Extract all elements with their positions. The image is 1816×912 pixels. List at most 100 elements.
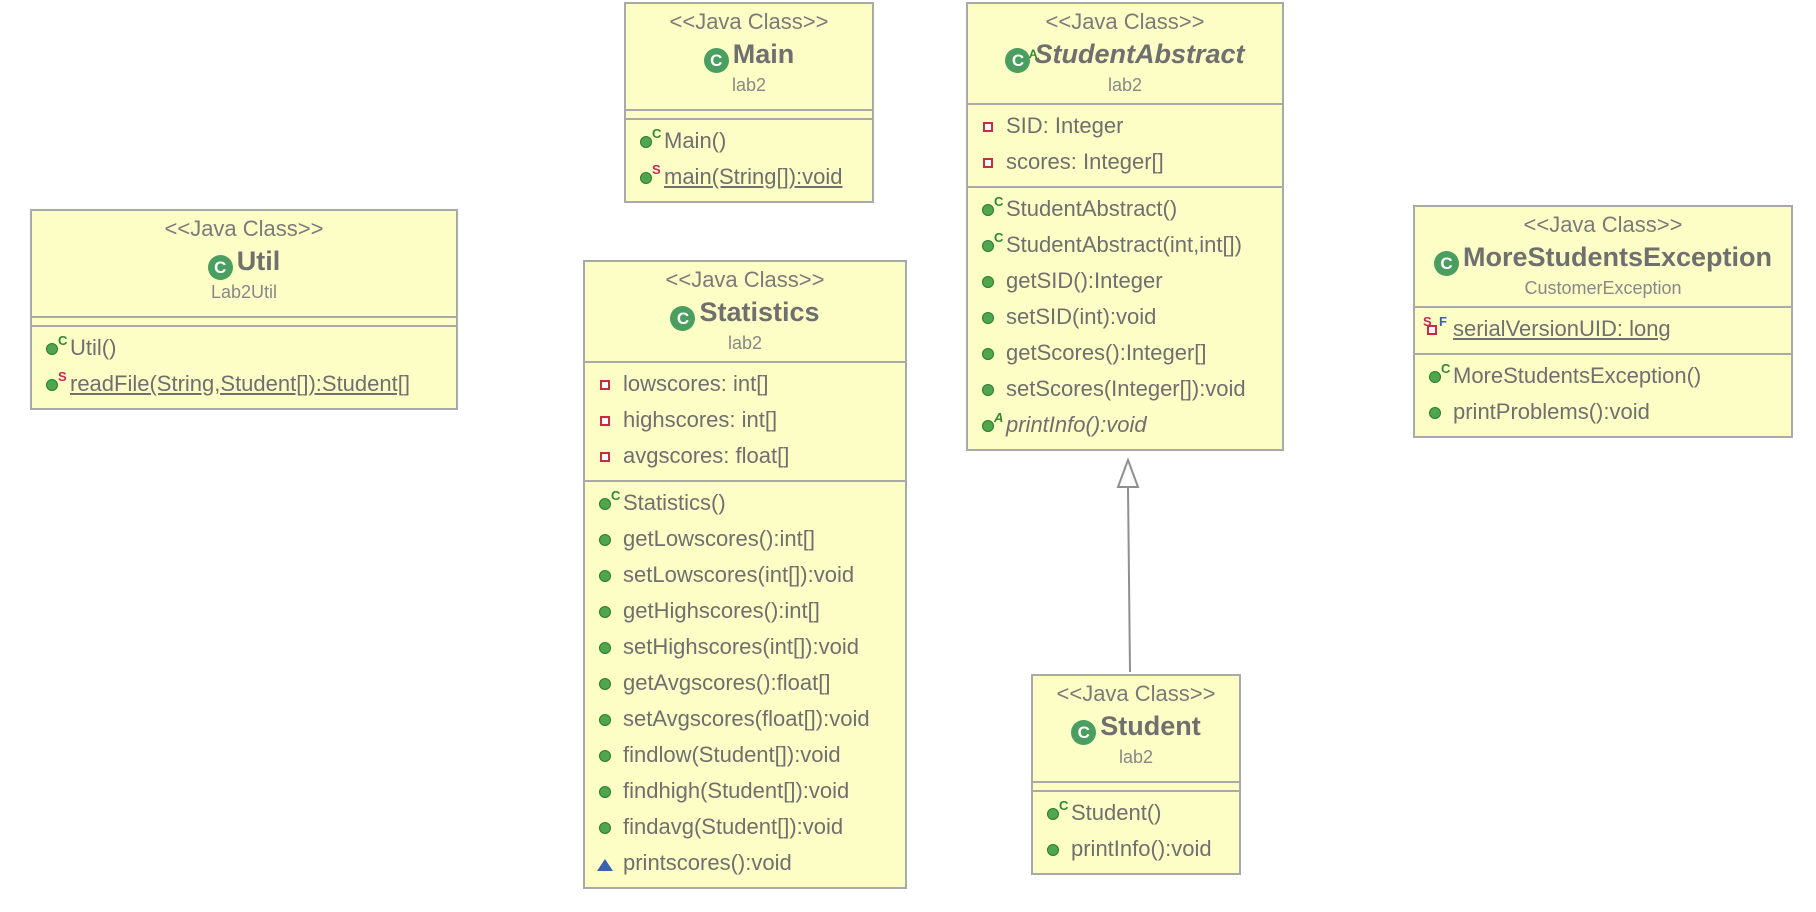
field-row[interactable]: SID: Integer <box>968 108 1282 144</box>
method-row[interactable]: findavg(Student[]):void <box>585 809 905 845</box>
private-field-icon <box>600 380 610 390</box>
method-row[interactable]: setAvgscores(float[]):void <box>585 701 905 737</box>
constructor-icon <box>982 240 994 252</box>
private-field-icon <box>600 452 610 462</box>
package-method-icon <box>597 859 613 871</box>
public-method-icon <box>599 786 611 798</box>
class-name-text: Util <box>236 246 281 276</box>
constructor-icon <box>599 498 611 510</box>
method-row[interactable]: setScores(Integer[]):void <box>968 371 1282 407</box>
private-field-icon <box>1427 325 1437 335</box>
constructor-badge-icon: C <box>994 230 1004 245</box>
static-badge-icon: S <box>652 162 661 177</box>
constructor-icon <box>1429 371 1441 383</box>
constructor-badge-icon: C <box>58 333 68 348</box>
package-label: lab2 <box>1118 747 1154 767</box>
constructor-icon <box>46 343 58 355</box>
methods-divider <box>585 480 905 482</box>
constructor-badge-icon: C <box>652 126 662 141</box>
method-row[interactable]: getSID():Integer <box>968 263 1282 299</box>
fields-divider <box>968 103 1282 105</box>
method-row[interactable]: getAvgscores():float[] <box>585 665 905 701</box>
field-row[interactable]: lowscores: int[] <box>585 366 905 402</box>
constructor-icon <box>1047 808 1059 820</box>
public-method-icon <box>599 822 611 834</box>
public-method-icon <box>599 678 611 690</box>
final-badge-icon: F <box>1439 314 1447 329</box>
method-row[interactable]: findlow(Student[]):void <box>585 737 905 773</box>
public-method-icon <box>1047 844 1059 856</box>
method-row[interactable]: setLowscores(int[]):void <box>585 557 905 593</box>
public-method-icon <box>599 750 611 762</box>
public-method-icon <box>982 312 994 324</box>
method-row[interactable]: findhigh(Student[]):void <box>585 773 905 809</box>
fields-divider <box>585 361 905 363</box>
stereotype-label: <<Java Class>> <box>1056 681 1216 706</box>
public-method-icon <box>982 348 994 360</box>
class-name-text: MoreStudentsException <box>1462 242 1773 272</box>
method-row[interactable]: setSID(int):void <box>968 299 1282 335</box>
method-row[interactable]: setHighscores(int[]):void <box>585 629 905 665</box>
public-method-icon <box>982 276 994 288</box>
constructor-badge-icon: C <box>994 194 1004 209</box>
method-row[interactable]: printscores():void <box>585 845 905 881</box>
field-row[interactable]: avgscores: float[] <box>585 438 905 474</box>
method-row[interactable]: getScores():Integer[] <box>968 335 1282 371</box>
class-name-text: StudentAbstract <box>1034 39 1245 69</box>
constructor-icon <box>982 204 994 216</box>
method-row[interactable]: getLowscores():int[] <box>585 521 905 557</box>
field-row[interactable]: highscores: int[] <box>585 402 905 438</box>
public-method-icon <box>599 606 611 618</box>
private-field-icon <box>600 416 610 426</box>
constructor-icon <box>640 136 652 148</box>
public-method-icon <box>982 384 994 396</box>
fields-section: SID: Integer scores: Integer[] <box>968 105 1282 186</box>
public-method-icon <box>599 714 611 726</box>
stereotype-label: <<Java Class>> <box>1523 212 1683 237</box>
package-label: CustomerException <box>1524 278 1682 298</box>
public-method-icon <box>640 172 652 184</box>
abstract-method-icon <box>982 420 994 432</box>
static-badge-icon: S <box>1423 314 1432 329</box>
constructor-badge-icon: C <box>611 488 621 503</box>
public-method-icon <box>599 534 611 546</box>
private-field-icon <box>983 122 993 132</box>
method-row[interactable]: getHighscores():int[] <box>585 593 905 629</box>
class-icon: C <box>1071 720 1097 745</box>
field-row[interactable]: scores: Integer[] <box>968 144 1282 180</box>
fields-divider <box>1415 306 1791 308</box>
stereotype-label: <<Java Class>> <box>669 9 829 34</box>
public-method-icon <box>1429 407 1441 419</box>
empty-fields-divider <box>32 316 456 327</box>
method-row[interactable]: printProblems():void <box>1415 394 1791 430</box>
public-method-icon <box>599 642 611 654</box>
method-row[interactable]: printInfo():void <box>1033 831 1239 867</box>
